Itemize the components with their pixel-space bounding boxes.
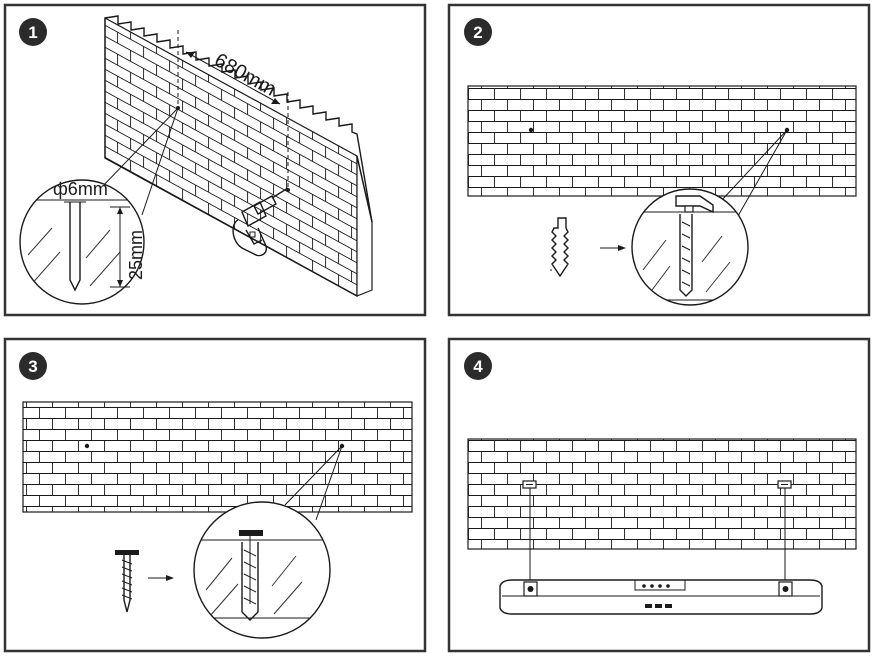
wall-anchor-icon [550, 217, 569, 278]
svg-text:25mm: 25mm [126, 230, 146, 280]
step-3-panel: 3 [3, 337, 427, 653]
svg-text:4: 4 [473, 357, 483, 376]
mounted-screw [777, 480, 792, 489]
mounted-screw [522, 480, 537, 489]
screw-insert-detail [193, 501, 331, 639]
brick-wall [104, 15, 373, 298]
hammer-icon [675, 195, 714, 214]
svg-text:1: 1 [28, 23, 37, 42]
drill-hole [528, 127, 534, 133]
svg-text:2: 2 [473, 23, 482, 42]
brick-wall [467, 85, 857, 197]
step-4-panel: 4 [447, 337, 871, 653]
step-number-badge: 2 [464, 18, 492, 46]
step-number-badge: 3 [19, 352, 47, 380]
step-number-badge: 1 [19, 18, 47, 46]
arrow-right-icon [148, 575, 174, 581]
drill-icon [232, 187, 289, 257]
mounting-bracket-icon [778, 581, 793, 597]
arrow-right-icon [600, 245, 626, 251]
step-2-panel: 2 [447, 3, 871, 317]
brick-wall [22, 401, 413, 513]
step-number-badge: 4 [464, 352, 492, 380]
anchor-hole [84, 443, 90, 449]
soundbar-icon [499, 579, 823, 615]
mounting-bracket-icon [523, 581, 538, 597]
screw-icon [115, 550, 139, 613]
anchor-insert-detail [631, 188, 749, 306]
step-1-panel: 1 680mm [3, 3, 427, 317]
brick-wall [467, 438, 857, 550]
drill-hole-detail: 25mm ф6mm [19, 179, 146, 305]
svg-text:ф6mm: ф6mm [53, 179, 108, 199]
svg-text:3: 3 [28, 357, 37, 376]
